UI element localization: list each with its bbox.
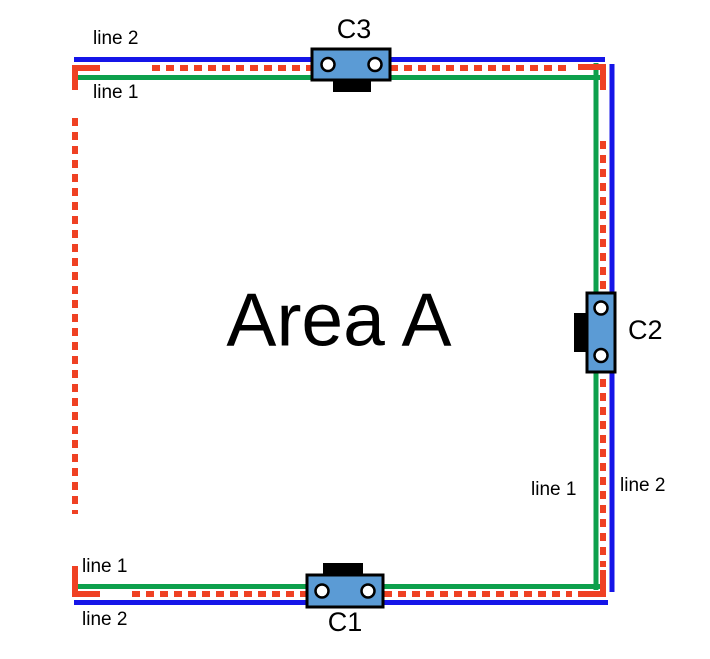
- camera-c1: [305, 563, 385, 609]
- camera-c3: [310, 47, 392, 92]
- camera-c2: [574, 291, 617, 374]
- label-line2-top-left: line 2: [93, 28, 139, 49]
- label-line1-right: line 1: [531, 479, 577, 500]
- dashed-corner-bottom-left: [72, 566, 100, 597]
- dashed-corner-top-right: [578, 64, 606, 90]
- camera-c1-label: C1: [327, 607, 363, 637]
- camera-c3-label: C3: [336, 14, 372, 44]
- camera-c1-screw-left: [314, 583, 330, 599]
- label-line2-right: line 2: [620, 475, 666, 496]
- label-line2-bottom-left: line 2: [82, 609, 128, 630]
- camera-c2-mount: [574, 313, 587, 352]
- camera-c3-screw-left: [320, 56, 336, 73]
- camera-c3-screw-right: [367, 56, 383, 73]
- camera-c2-screw-bottom: [593, 347, 609, 364]
- label-line1-bottom-left: line 1: [82, 556, 128, 577]
- camera-c3-mount: [333, 79, 371, 92]
- camera-c2-label: C2: [628, 315, 663, 345]
- dashed-corner-top-left: [72, 65, 100, 90]
- camera-c2-screw-top: [593, 300, 609, 316]
- dashed-corner-bottom-right: [578, 570, 606, 597]
- camera-c1-screw-right: [360, 583, 376, 599]
- area-a-label: Area A: [226, 277, 452, 362]
- camera-c1-mount: [323, 563, 363, 576]
- label-line1-top-left: line 1: [93, 82, 139, 103]
